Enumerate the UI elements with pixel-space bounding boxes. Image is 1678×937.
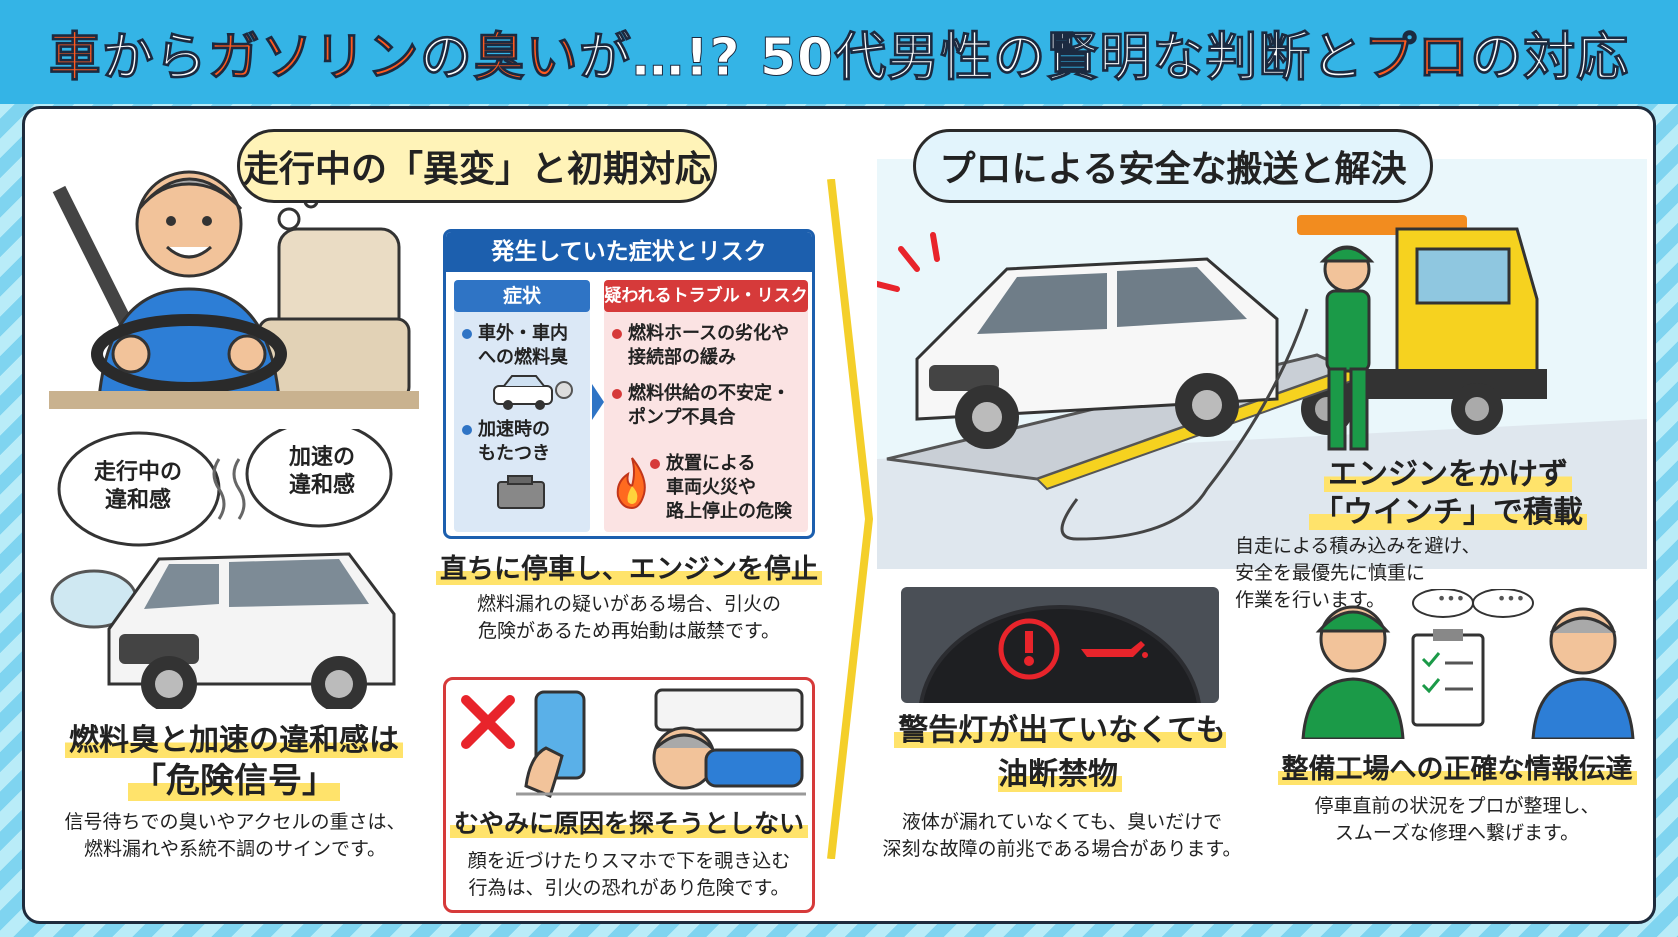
bullet-icon <box>612 329 622 339</box>
bullet-icon <box>650 459 660 469</box>
risk-item: 燃料供給の不安定・ ポンプ不具合 <box>612 382 790 430</box>
warning-box: むやみに原因を探そうとしない 顔を近づけたりスマホで下を覗き込む 行為は、引火の… <box>443 677 815 913</box>
winch-heading-2-text: 「ウインチ」で積載 <box>1309 495 1587 530</box>
cross-icon <box>461 695 515 749</box>
speech-dots-left: ••• <box>1436 589 1466 608</box>
lamp-body: 液体が漏れていなくても、臭いだけで 深刻な故障の前兆である場合があります。 <box>882 811 1242 860</box>
stop-heading-text: 直ちに停車し、エンジンを停止 <box>436 554 822 585</box>
stop-heading: 直ちに停車し、エンジンを停止 <box>435 547 823 586</box>
title-part: 車 <box>48 27 102 88</box>
dashboard-panel <box>901 587 1219 703</box>
winch-heading-1: エンジンをかけず <box>1243 449 1653 493</box>
tow-truck-illustration <box>877 159 1647 569</box>
content-panel: 走行中の「異変」と初期対応 走行中の 違和感 加速の 違和感 燃料臭と加速の違和… <box>22 106 1656 924</box>
risk-item: 燃料ホースの劣化や 接続部の緩み <box>612 322 789 370</box>
symptom-text: 加速時の もたつき <box>478 419 550 464</box>
info-body: 停車直前の状況をプロが整理し、 スムーズな修理へ繋げます。 <box>1314 795 1600 844</box>
bullet-icon <box>462 329 472 339</box>
title-part: ガソリン <box>207 27 420 88</box>
left-heading-2-text: 「危険信号」 <box>128 761 340 801</box>
symptom-header: 症状 <box>454 280 590 312</box>
title-part: プロ <box>1364 27 1471 88</box>
stop-body: 燃料漏れの疑いがある場合、引火の 危険があるため再始動は厳禁です。 <box>476 593 781 642</box>
symptom-box-title: 発生していた症状とリスク <box>446 232 812 272</box>
thought-bubble-driving: 走行中の 違和感 <box>93 460 182 513</box>
warning-heading: むやみに原因を探そうとしない <box>446 804 812 840</box>
winch-heading-1-text: エンジンをかけず <box>1324 457 1572 492</box>
lamp-heading: 警告灯が出ていなくても 油断禁物 <box>883 709 1237 797</box>
title-bar: 車からガソリンの臭いが…!? 50代男性の賢明な判断とプロの対応 <box>0 0 1678 104</box>
title-part: から <box>101 27 208 88</box>
title-part: が…!? 50代男性の賢明な判断と <box>578 27 1365 88</box>
page-title: 車からガソリンの臭いが…!? 50代男性の賢明な判断とプロの対応 <box>48 15 1630 90</box>
speech-dots-right: ••• <box>1496 589 1526 608</box>
left-heading-1: 燃料臭と加速の違和感は <box>49 715 419 759</box>
symptom-item: 加速時の もたつき <box>462 418 550 466</box>
mechanic-conversation-illustration <box>1301 589 1635 739</box>
fire-icon <box>616 457 646 510</box>
arrow-right-icon <box>592 384 604 420</box>
thought-bubble-acceleration: 加速の 違和感 <box>288 445 355 498</box>
warning-lamp-illustration <box>919 605 1201 703</box>
warning-body: 顔を近づけたりスマホで下を覗き込む 行為は、引火の恐れがあり危険です。 <box>467 850 791 899</box>
phone-inspection-illustration <box>516 688 806 799</box>
left-heading-1-text: 燃料臭と加速の違和感は <box>65 723 403 758</box>
left-body: 信号待ちでの臭いやアクセルの重さは、 燃料漏れや系統不調のサインです。 <box>64 811 406 860</box>
winch-heading-2: 「ウインチ」で積載 <box>1243 487 1653 531</box>
right-section-title: プロによる安全な搬送と解決 <box>913 129 1433 203</box>
bullet-icon <box>612 389 622 399</box>
winch-body: 自走による積み込みを避け、 安全を最優先に慎重に 作業を行います。 <box>1235 535 1481 611</box>
risk-item: 放置による 車両火災や 路上停止の危険 <box>650 452 792 524</box>
risk-header: 疑われるトラブル・リスク <box>604 280 808 312</box>
warning-heading-text: むやみに原因を探そうとしない <box>449 809 808 838</box>
risk-text: 燃料ホースの劣化や 接続部の緩み <box>628 323 790 368</box>
car-smell-icon <box>493 375 573 410</box>
suv-illustration <box>50 429 396 709</box>
left-heading-2: 「危険信号」 <box>49 753 419 802</box>
info-heading: 整備工場への正確な情報伝達 <box>1257 747 1653 786</box>
risk-text: 放置による 車両火災や 路上停止の危険 <box>666 453 792 522</box>
section-divider-arrow <box>827 179 874 859</box>
info-heading-text: 整備工場への正確な情報伝達 <box>1277 754 1637 785</box>
engine-icon <box>497 475 545 509</box>
left-section-title: 走行中の「異変」と初期対応 <box>237 129 717 203</box>
risk-text: 燃料供給の不安定・ ポンプ不具合 <box>628 383 790 428</box>
title-part: の対応 <box>1470 27 1630 88</box>
title-part: 臭い <box>472 27 579 88</box>
bullet-icon <box>462 425 472 435</box>
title-part: の <box>419 27 473 88</box>
lamp-heading-text: 警告灯が出ていなくても 油断禁物 <box>894 713 1226 792</box>
symptom-item: 車外・車内 への燃料臭 <box>462 322 568 370</box>
symptom-risk-box: 発生していた症状とリスク 症状 疑われるトラブル・リスク 車外・車内 への燃料臭… <box>443 229 815 539</box>
symptom-text: 車外・車内 への燃料臭 <box>478 323 568 368</box>
